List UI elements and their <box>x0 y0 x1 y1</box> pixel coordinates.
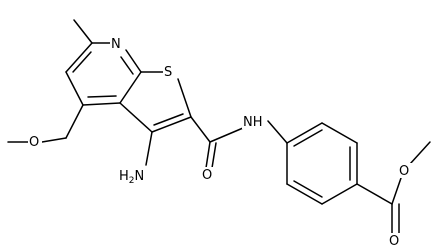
bond-ring-cester <box>356 183 393 205</box>
atom-n-pyridine: N <box>111 37 121 52</box>
bond-c4-c3a <box>82 102 121 106</box>
bond-s1-c2 <box>177 78 192 118</box>
bond-cester-osingle <box>391 177 402 205</box>
bonds <box>7 19 431 235</box>
bond-c2-camide <box>190 116 211 143</box>
bond-benz-5-6 <box>286 183 323 205</box>
bond-c2-c3-inner <box>153 113 184 126</box>
bond-c3-c3a <box>119 102 153 133</box>
bond-benz-4-5 <box>321 183 358 205</box>
bond-c6-c5 <box>65 42 93 73</box>
atom-s-thiophene: S <box>164 65 172 80</box>
bond-camide-nh <box>209 127 244 143</box>
bond-benz-1-2 <box>286 122 323 144</box>
bond-c4-c3a-inner <box>87 95 117 98</box>
atom-o-ester-double: O <box>389 234 399 248</box>
atom-nh2-amino: H2N <box>119 169 144 186</box>
bond-ch2-o <box>41 137 67 143</box>
atom-o-ester-single: O <box>399 164 409 179</box>
bond-methyl-c6 <box>73 19 93 44</box>
bond-osingle-ch3 <box>409 141 431 165</box>
atom-labels: N S NH H2N O O O O <box>28 36 412 248</box>
bond-nh-ring <box>267 120 288 144</box>
bond-benz-2-3 <box>321 122 358 144</box>
bond-benz-5-6-inner <box>293 180 323 198</box>
atom-nh-amide: NH <box>243 115 263 130</box>
bond-c4-ch2 <box>65 104 84 139</box>
bond-n7-c7a <box>125 49 142 73</box>
bond-camide-o <box>205 141 211 169</box>
bond-benz-1-2-inner <box>293 129 323 147</box>
bond-c2-c3 <box>151 116 192 133</box>
bond-c5-c4 <box>65 71 84 106</box>
atom-o-ether: O <box>29 135 39 150</box>
bond-c3a-c7a <box>119 71 142 104</box>
bond-c6-c5-inner <box>72 51 92 73</box>
atom-o-amide: O <box>202 168 212 183</box>
bond-c3-nh2 <box>145 131 153 166</box>
bond-camide-o-double <box>211 142 217 169</box>
bond-n7-c7a-inner <box>120 56 134 75</box>
